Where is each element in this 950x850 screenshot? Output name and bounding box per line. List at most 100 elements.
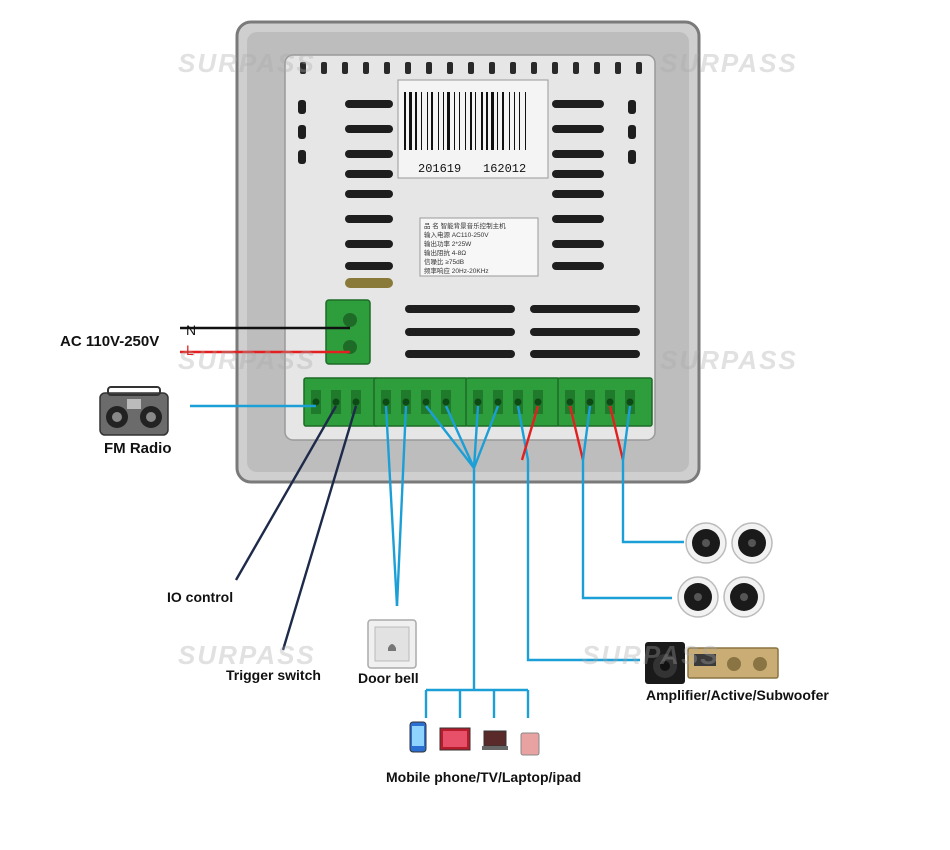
radio-icon [99, 386, 169, 436]
power-l-label: L [186, 342, 194, 358]
wires [180, 326, 684, 718]
vent-slot [530, 328, 640, 336]
barcode-bar [409, 92, 412, 150]
barcode-bar [497, 92, 498, 150]
speaker-center [748, 539, 756, 547]
laptop-icon [482, 730, 508, 750]
vent-slot [552, 150, 604, 158]
terminal-screw [382, 398, 390, 406]
barcode-bar [415, 92, 417, 150]
vent-slot [345, 150, 393, 158]
terminal-screw [626, 398, 634, 406]
wire-io-control [234, 405, 338, 581]
barcode-bar [454, 92, 455, 150]
vent-slot [552, 262, 604, 270]
mobile-devices-label: Mobile phone/TV/Laptop/ipad [386, 769, 582, 785]
speaker-center [702, 539, 710, 547]
barcode-bar [427, 92, 428, 150]
power-n-label: N [186, 322, 197, 338]
trigger-switch-label: Trigger switch [226, 667, 321, 683]
spec-line: 品 名 智能背景音乐控制主机 [424, 221, 506, 230]
vent-notch [636, 62, 642, 74]
barcode-bar [465, 92, 466, 150]
watermark-mid-right: SURPASS [660, 345, 798, 375]
wire-doorbell-a [384, 405, 399, 607]
wire-spk1-blue [621, 405, 684, 544]
spec-line: 频率响应 20Hz-20KHz [424, 266, 489, 275]
speaker-group [677, 522, 773, 618]
barcode-bar [491, 92, 494, 150]
barcode-bar [443, 92, 444, 150]
vent-slot [552, 170, 604, 178]
vent-notch [405, 62, 411, 74]
vent-slots [298, 100, 640, 358]
wire-spk2-red [568, 405, 585, 461]
wire-audio-in-2 [472, 405, 480, 469]
speaker-center [694, 593, 702, 601]
barcode-bar [481, 92, 483, 150]
wire-audio-in-0 [425, 405, 475, 469]
vent-slot [628, 100, 636, 114]
doorbell-icon [367, 619, 417, 669]
vent-slot [552, 240, 604, 248]
barcode-bar [470, 92, 472, 150]
terminal-screw [312, 398, 320, 406]
spec-sticker [419, 217, 539, 277]
vent-slot [628, 150, 636, 164]
terminal-screw [332, 398, 340, 406]
terminal-screw [474, 398, 482, 406]
barcode-bar [404, 92, 406, 150]
vent-slot [530, 305, 640, 313]
vent-notch [552, 62, 558, 74]
vent-slot [552, 190, 604, 198]
vent-slot [298, 100, 306, 114]
watermark-top-right: SURPASS [660, 48, 798, 78]
terminal-blocks [303, 377, 653, 427]
power-connector [325, 299, 371, 365]
vent-notch [531, 62, 537, 74]
subwoofer-icon [645, 642, 685, 684]
barcode-number-left: 201619 [418, 162, 461, 176]
terminal-screw [442, 398, 450, 406]
wire-trigger-switch [281, 405, 358, 651]
barcode-bar [486, 92, 488, 150]
vent-slot [628, 125, 636, 139]
power-voltage-label: AC 110V-250V [60, 333, 160, 350]
vent-slot [345, 170, 393, 178]
wire-spk2-blue [581, 405, 672, 600]
barcode-number-right: 162012 [483, 162, 526, 176]
spec-line: 输出阻抗 4-8Ω [424, 248, 466, 257]
barcode [404, 92, 526, 150]
barcode-sticker [397, 79, 549, 179]
vent-notch [363, 62, 369, 74]
power-terminal-n [343, 313, 357, 327]
vent-slot [552, 125, 604, 133]
barcode-bar [421, 92, 422, 150]
vent-slot [298, 150, 306, 164]
spec-line: 输出功率 2*25W [424, 239, 472, 248]
power-terminal-l [343, 340, 357, 354]
door-bell-label: Door bell [358, 670, 419, 686]
vent-notches [300, 62, 642, 74]
tablet-icon [520, 732, 540, 756]
watermark-top-left: SURPASS [178, 48, 316, 78]
terminal-screw [402, 398, 410, 406]
vent-slot [345, 190, 393, 198]
wire-doorbell-b [395, 405, 408, 607]
vent-slot [345, 278, 393, 288]
spec-line: 输入电源 AC110-250V [424, 230, 489, 239]
watermark-mid-left: SURPASS [178, 345, 316, 375]
terminal-screw [514, 398, 522, 406]
terminal-screw [566, 398, 574, 406]
vent-slot [345, 215, 393, 223]
amplifier-label: Amplifier/Active/Subwoofer [646, 687, 829, 703]
watermark-bottom-left: SURPASS [178, 640, 316, 670]
barcode-bar [475, 92, 476, 150]
vent-slot [345, 125, 393, 133]
vent-slot [298, 125, 306, 139]
barcode-bar [502, 92, 504, 150]
barcode-bar [514, 92, 515, 150]
vent-slot [405, 305, 515, 313]
vent-notch [447, 62, 453, 74]
